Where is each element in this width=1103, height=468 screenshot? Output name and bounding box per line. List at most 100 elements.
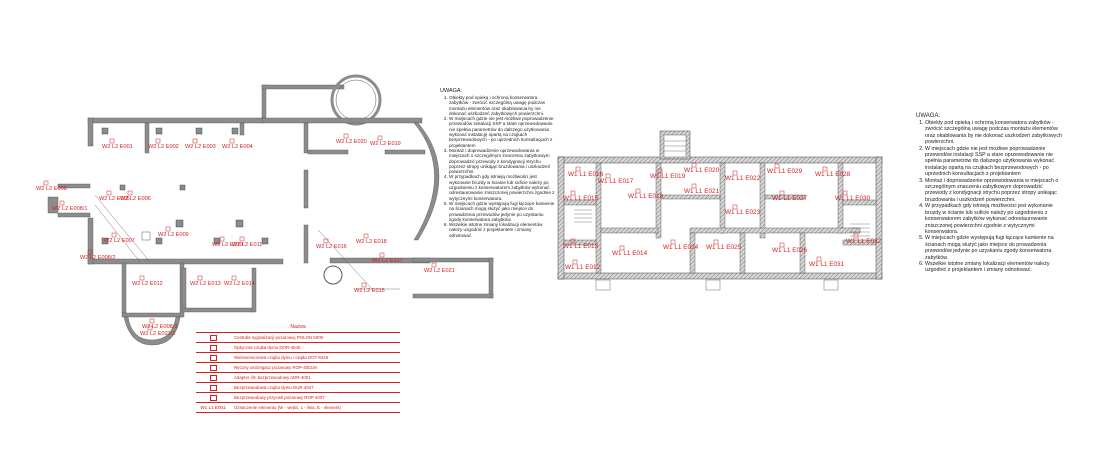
right-plan-label: W1 L1 E015 bbox=[563, 195, 599, 202]
left-plan-label: W2 L2 E013 bbox=[190, 281, 221, 287]
detector-icon bbox=[657, 168, 663, 174]
left-plan-label: W2 L2 E015 bbox=[354, 288, 385, 294]
detector-icon bbox=[619, 245, 625, 251]
note-right-2: W miejscach gdzie nie jest możliwe popro… bbox=[925, 146, 1066, 178]
right-plan-label: W1 L1 E024 bbox=[663, 244, 699, 251]
note-left-2: W miejscach gdzie nie jest możliwe popro… bbox=[449, 116, 556, 148]
right-plan-label: W1 L1 E018 bbox=[628, 193, 664, 200]
detector-icon bbox=[219, 236, 225, 242]
detector-icon bbox=[431, 262, 437, 268]
detector-icon bbox=[605, 173, 611, 179]
left-plan-label: W2 L2 E010 bbox=[212, 242, 243, 248]
detector-icon bbox=[165, 226, 171, 232]
legend-description: Bezprzewodowa czujka dymu DUR 4047 bbox=[234, 385, 314, 390]
detector-icon bbox=[43, 180, 49, 186]
detector-icon bbox=[713, 239, 719, 245]
device-box-icon bbox=[209, 364, 217, 371]
right-plan-label: W1 L1 E025 bbox=[706, 244, 742, 251]
right-plan-label: W1 L1 E022 bbox=[725, 175, 761, 182]
detector-icon bbox=[111, 232, 117, 238]
legend-row: Ręczny ostrzegacz pożarowy ROP-4001M bbox=[196, 363, 400, 373]
left-plan-label: W2 L2 E008 bbox=[36, 186, 67, 192]
notes-left: UWAGA: Obiekty pod opieką i ochroną kons… bbox=[440, 88, 556, 238]
legend-description: Bezprzewodowy przycisk pożarowy ROP 4007 bbox=[234, 395, 325, 400]
left-plan-label: W2 L2 E021/1 bbox=[140, 331, 175, 337]
legend-row: Wielosensorowa czujka dymu i ciepła DOT-… bbox=[196, 353, 400, 363]
detector-icon bbox=[572, 259, 578, 265]
device-box-icon bbox=[209, 344, 217, 351]
detector-icon bbox=[343, 133, 349, 139]
left-plan-label: W2 L2 E014 bbox=[224, 281, 255, 287]
left-plan-label: W2 L2 E019 bbox=[370, 141, 401, 147]
notes-right-heading: UWAGA: bbox=[916, 113, 941, 119]
legend-row: Optyczna czujka dymu DOR-4046 bbox=[196, 343, 400, 353]
right-plan-label: W1 L1 E026 bbox=[772, 247, 808, 254]
device-box-icon bbox=[209, 374, 217, 381]
detector-icon bbox=[691, 162, 697, 168]
detector-icon bbox=[109, 138, 115, 144]
right-plan-label: W1 L1 E029 bbox=[767, 168, 803, 175]
legend-description: Oznaczenie elementu (W - wejść, L - lini… bbox=[234, 405, 341, 410]
left-plan-label: W2 L2 E008/3 bbox=[142, 324, 177, 330]
detector-icon bbox=[155, 138, 161, 144]
right-plan-label: W1 L1 E032 bbox=[846, 238, 882, 245]
notes-left-list: Obiekty pod opieką i ochroną konserwator… bbox=[440, 95, 556, 238]
right-plan-label: W1 L1 E016 bbox=[568, 171, 604, 178]
detector-icon bbox=[575, 166, 581, 172]
device-symbol-icon bbox=[196, 343, 230, 352]
device-box-icon bbox=[209, 334, 217, 341]
device-symbol-icon bbox=[196, 393, 230, 402]
right-plan-label: W1 L1 E021 bbox=[684, 188, 720, 195]
right-plan-label: W1 L1 E017 bbox=[598, 178, 634, 185]
device-symbol-icon bbox=[196, 373, 230, 382]
right-plan-label: W1 L1 E014 bbox=[612, 250, 648, 257]
detector-icon bbox=[816, 256, 822, 262]
note-left-4: W przypadkach gdy istnieją możliwości je… bbox=[449, 174, 556, 200]
detector-icon bbox=[127, 190, 133, 196]
note-left-1: Obiekty pod opieką i ochroną konserwator… bbox=[449, 95, 556, 116]
note-right-3: Montaż i doprowadzenie oprzewodowania w … bbox=[925, 178, 1066, 204]
right-plan-label: W1 L1 E023 bbox=[725, 209, 761, 216]
legend-description: Optyczna czujka dymu DOR-4046 bbox=[234, 345, 301, 350]
left-plan-label: W2 L2 E018 bbox=[356, 239, 387, 245]
left-plan-label: W2 L2 E017 bbox=[372, 258, 403, 264]
detector-icon bbox=[379, 252, 385, 258]
left-plan-wiring-lines bbox=[94, 194, 400, 290]
left-plan-label: W2 L2 E004 bbox=[222, 144, 253, 150]
detector-icon bbox=[229, 138, 235, 144]
detector-icon bbox=[779, 242, 785, 248]
detector-icon bbox=[59, 200, 65, 206]
detector-icon bbox=[361, 282, 367, 288]
left-plan-label: W2 L2 E008/2 bbox=[80, 255, 115, 261]
detector-icon bbox=[197, 275, 203, 281]
left-plan-label: W2 L2 E003 bbox=[185, 144, 216, 150]
detector-icon bbox=[231, 275, 237, 281]
detector-icon bbox=[670, 239, 676, 245]
detector-icon bbox=[147, 325, 153, 331]
detector-icon bbox=[774, 163, 780, 169]
device-box-icon bbox=[209, 384, 217, 391]
right-plan-label: W1 L1 E030 bbox=[835, 195, 871, 202]
right-plan-label: W1 L1 E013 bbox=[563, 243, 599, 250]
left-plan-label: W2 L2 E001 bbox=[102, 144, 133, 150]
left-plan-label: W2 L2 E021 bbox=[424, 268, 455, 274]
detector-icon bbox=[149, 318, 155, 324]
right-plan-label: W1 L1 E012 bbox=[565, 264, 601, 271]
detector-icon bbox=[570, 238, 576, 244]
notes-right: UWAGA: Obiekty pod opieką i ochroną kons… bbox=[916, 113, 1066, 274]
note-left-6: Wszelkie istotne zmiany lokalizacji elem… bbox=[449, 222, 556, 238]
detector-icon bbox=[842, 190, 848, 196]
right-plan-label: W1 L1 E028 bbox=[815, 171, 851, 178]
left-plan-label: W2 L2 E011 bbox=[232, 242, 262, 248]
left-plan-label: W2 L2 E012 bbox=[132, 281, 163, 287]
legend-row: Adapter i/m bezprzewodowy ADR-4001 bbox=[196, 373, 400, 383]
left-plan-label: W2 L2 E016 bbox=[316, 244, 347, 250]
note-right-5: W miejscach gdzie występują fugi łączące… bbox=[925, 235, 1066, 261]
right-plan-label: W1 L1 E020 bbox=[684, 167, 720, 174]
notes-left-heading: UWAGA: bbox=[440, 88, 463, 94]
detector-icon bbox=[635, 188, 641, 194]
legend-table: Nazwa Centrala sygnalizacji pożarowej PO… bbox=[196, 323, 400, 413]
legend-row: Bezprzewodowa czujka dymu DUR 4047 bbox=[196, 383, 400, 393]
